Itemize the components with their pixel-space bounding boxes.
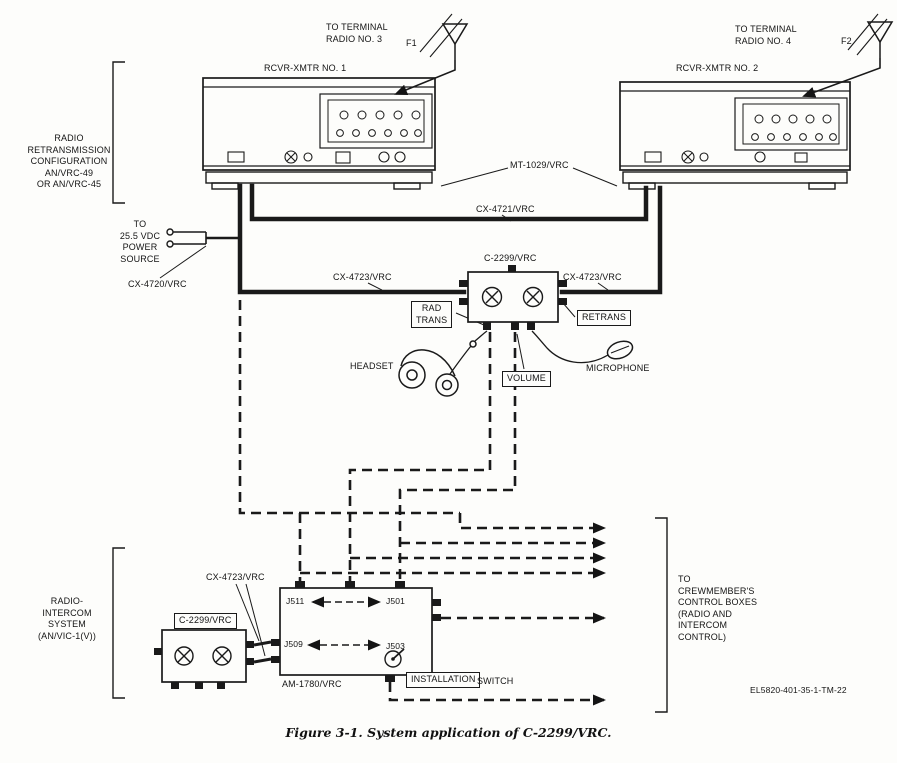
radio-2 xyxy=(619,81,851,190)
label-retrans: RETRANS xyxy=(577,310,632,326)
label-doc-number: EL5820-401-35-1-TM-22 xyxy=(750,685,847,695)
cable-cx4723-right xyxy=(559,185,663,295)
bracket-retrans-section xyxy=(112,61,125,204)
label-headset: HEADSET xyxy=(350,361,394,371)
installation-switch-icon xyxy=(384,648,405,668)
radio-1-knob-row xyxy=(336,110,422,137)
crew-line-1 xyxy=(458,513,606,534)
leader-lines xyxy=(159,167,618,672)
label-power-source: TO 25.5 VDC POWER SOURCE xyxy=(119,219,161,264)
label-volume: VOLUME xyxy=(502,371,551,387)
label-crew-boxes: TO CREWMEMBER'S CONTROL BOXES (RADIO AND… xyxy=(678,574,758,642)
radio-2-knob-row xyxy=(751,114,837,141)
label-microphone: MICROPHONE xyxy=(586,363,650,373)
am1780-connectors xyxy=(271,581,441,682)
label-switch: SWITCH xyxy=(477,676,514,686)
am1780-box xyxy=(271,581,441,682)
dashed-wiring xyxy=(238,300,606,706)
label-cx-4723-left: CX-4723/VRC xyxy=(333,272,392,282)
label-c2299-upper: C-2299/VRC xyxy=(484,253,537,263)
label-terminal-radio-3: TO TERMINAL RADIO NO. 3 xyxy=(326,22,388,44)
label-intercom-system: RADIO- INTERCOM SYSTEM (AN/VIC-1(V)) xyxy=(38,596,96,641)
label-f2: F2 xyxy=(841,36,852,46)
label-terminal-radio-4: TO TERMINAL RADIO NO. 4 xyxy=(735,24,797,46)
radio-1 xyxy=(202,77,436,190)
antenna-2-icon xyxy=(802,13,894,98)
c2299-to-am1780-cables xyxy=(253,640,272,664)
headset-icon xyxy=(398,330,488,397)
c2299-lower-connectors xyxy=(154,641,254,689)
c2299-upper-box xyxy=(459,265,567,330)
label-installation: INSTALLATION xyxy=(406,672,481,688)
c2299-upper-knobs xyxy=(481,286,544,308)
label-c2299-lower: C-2299/VRC xyxy=(174,613,237,629)
cable-cx4721 xyxy=(249,183,649,222)
cable-cx4723-left xyxy=(237,183,467,295)
radio-1-front-fittings xyxy=(227,150,406,164)
c2299-lower-knobs xyxy=(174,646,232,666)
label-j511: J511 xyxy=(286,596,305,606)
c2299-upper-connectors xyxy=(459,265,567,330)
antenna-1-icon xyxy=(394,13,469,95)
radio-2-front-fittings xyxy=(644,150,808,164)
label-cx-4723-right: CX-4723/VRC xyxy=(563,272,622,282)
label-am-1780: AM-1780/VRC xyxy=(282,679,342,689)
c2299-lower-box xyxy=(154,629,272,689)
bracket-crew-boxes xyxy=(655,517,668,713)
label-cx-4723-lower: CX-4723/VRC xyxy=(206,572,265,582)
label-rad-trans: RAD TRANS xyxy=(411,301,453,329)
label-j501: J501 xyxy=(386,596,406,606)
am1780-internal-paths xyxy=(307,596,381,651)
label-rcvr-xmtr-2: RCVR-XMTR NO. 2 xyxy=(676,63,759,73)
label-j503: J503 xyxy=(386,641,406,651)
microphone-icon xyxy=(531,330,634,364)
cable-runs xyxy=(237,183,663,295)
label-j509: J509 xyxy=(284,639,304,649)
figure-caption: Figure 3-1. System application of C-2299… xyxy=(285,725,612,740)
power-source-terminals xyxy=(166,228,238,248)
label-retrans-config: RADIO RETRANSMISSION CONFIGURATION AN/VR… xyxy=(27,133,111,190)
label-cx-4720: CX-4720/VRC xyxy=(128,279,187,289)
label-cx-4721: CX-4721/VRC xyxy=(476,204,535,214)
label-f1: F1 xyxy=(406,38,417,48)
label-rcvr-xmtr-1: RCVR-XMTR NO. 1 xyxy=(264,63,347,73)
bracket-intercom-section xyxy=(112,547,125,699)
radio-2-mount xyxy=(622,171,848,190)
label-mt-1029: MT-1029/VRC xyxy=(510,160,569,170)
crew-line-6 xyxy=(388,682,606,706)
